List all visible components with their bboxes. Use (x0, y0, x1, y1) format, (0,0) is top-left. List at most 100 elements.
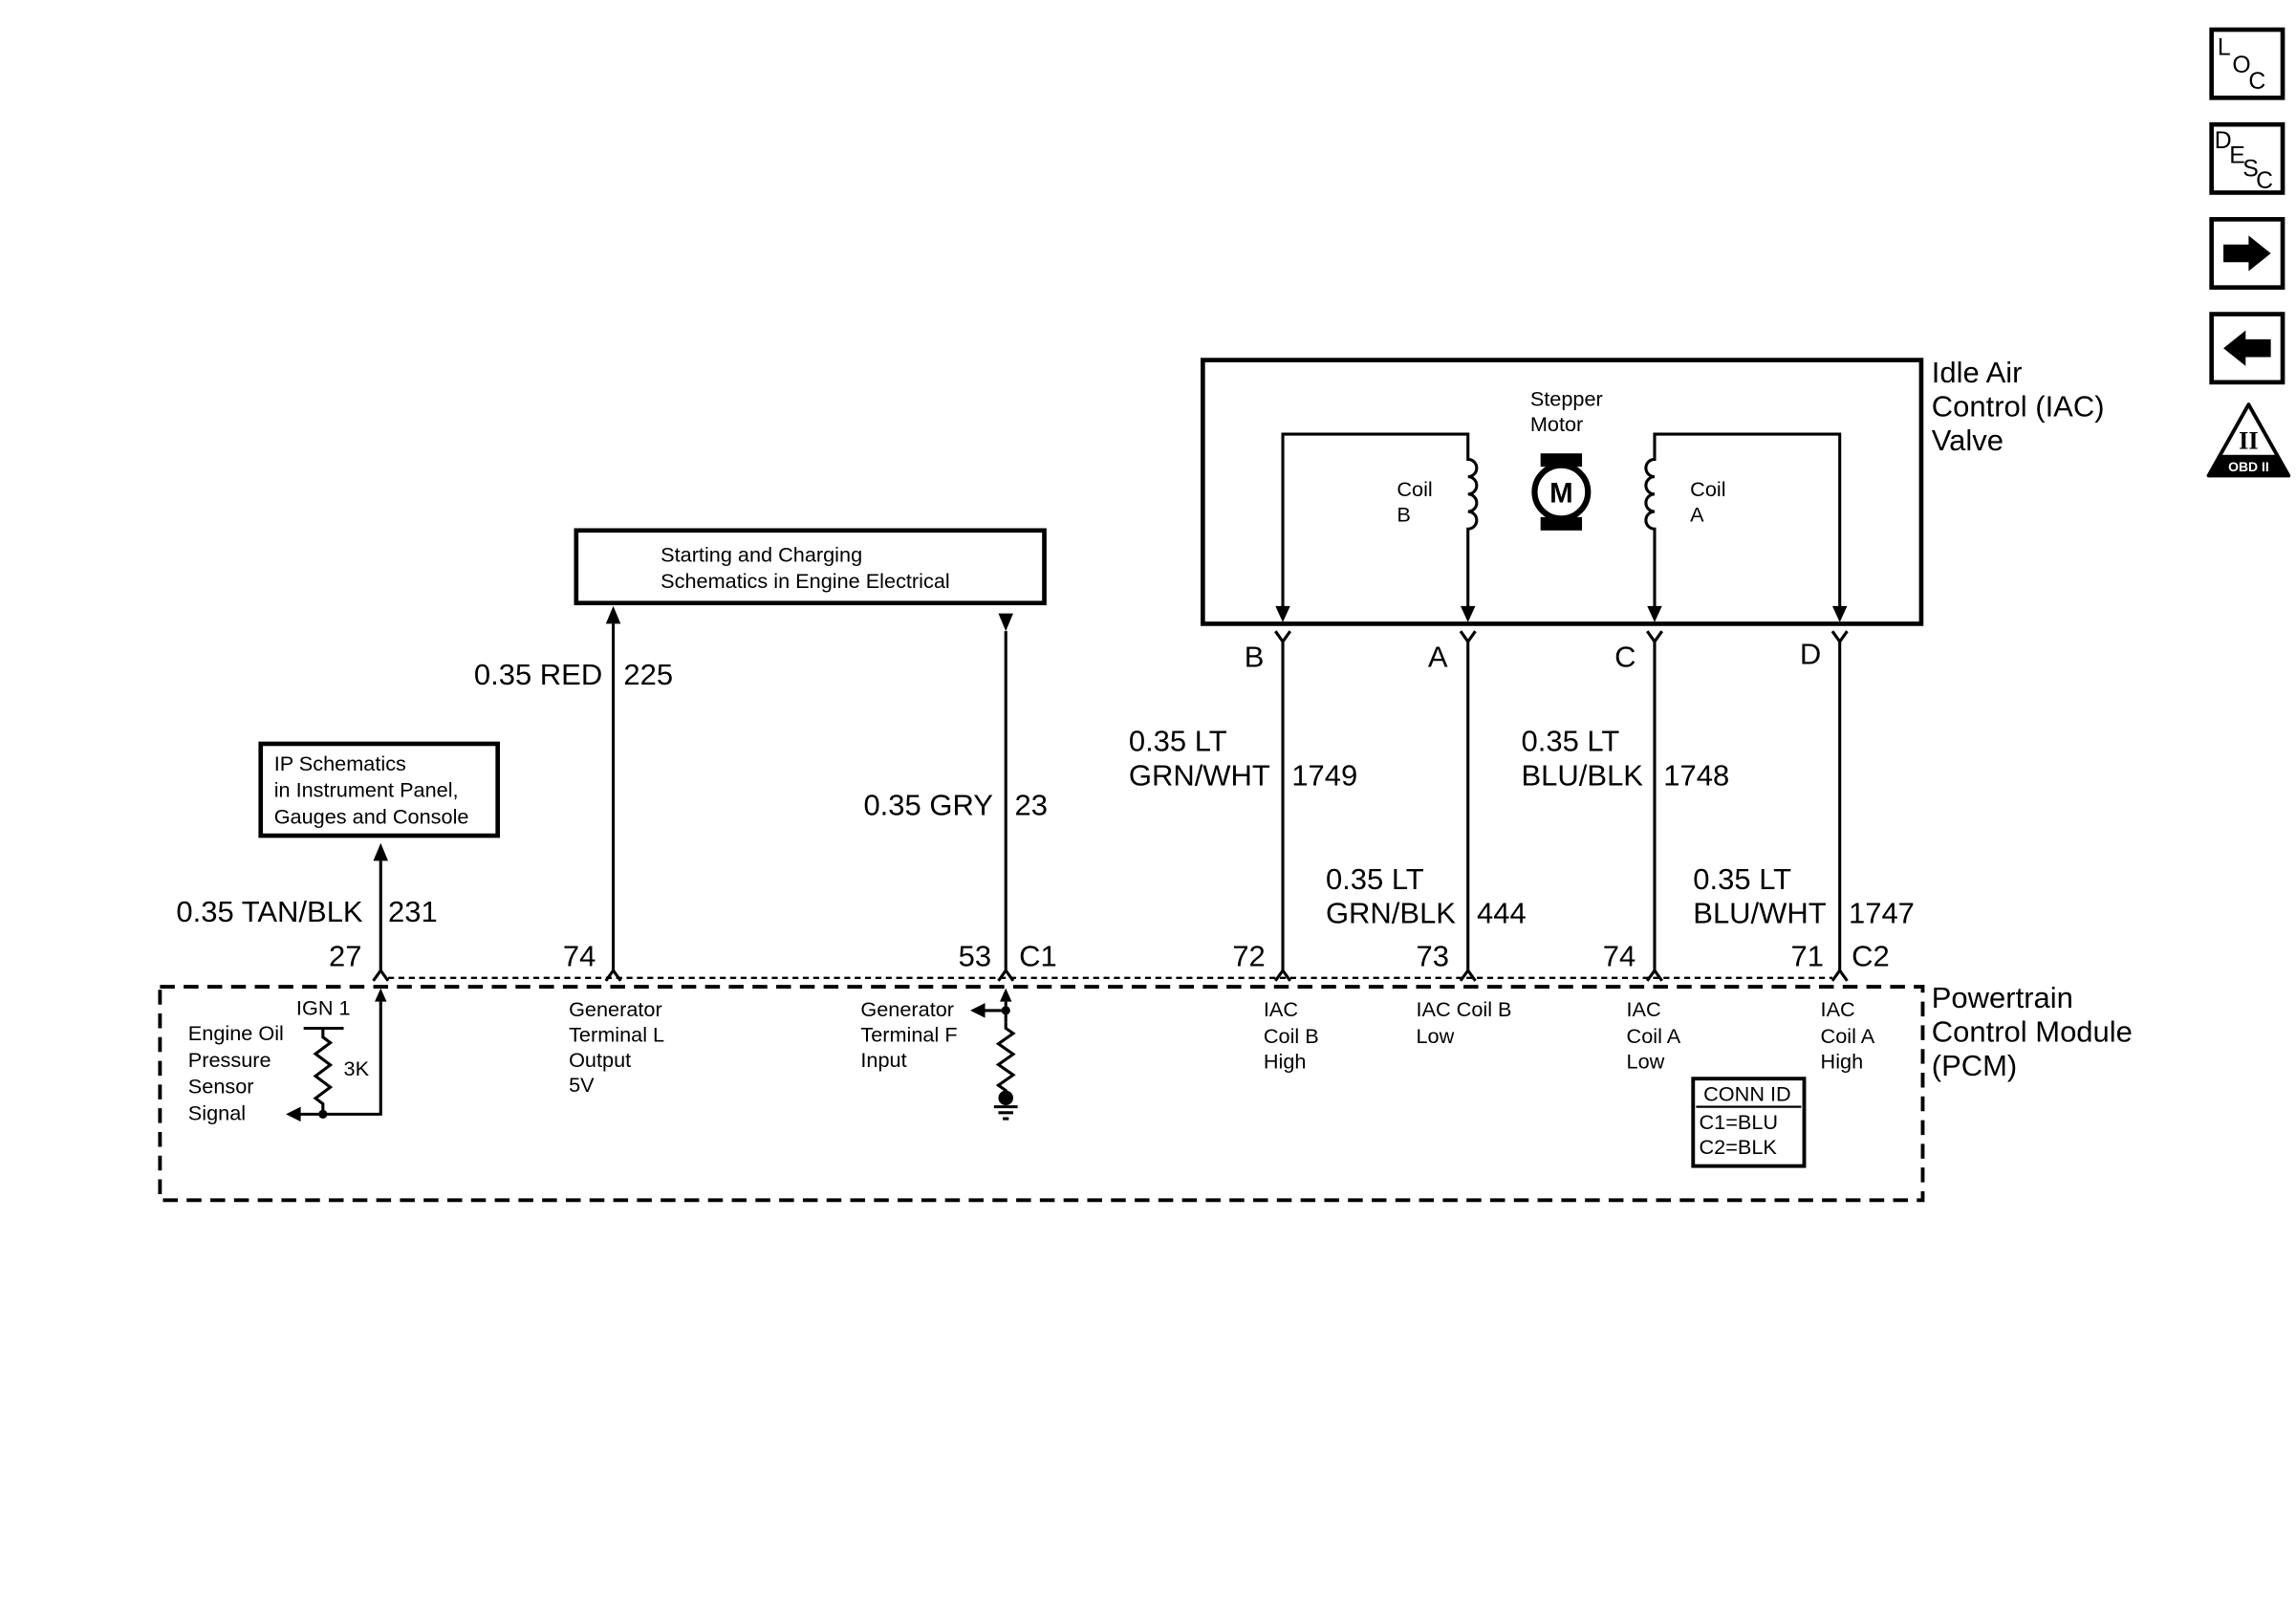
desc-letter-e: E (2229, 142, 2245, 168)
pin-d-arrow-icon (1831, 605, 1848, 622)
starting-charging-arrow-icon (605, 605, 621, 624)
obd-ii-label-band (2208, 454, 2289, 476)
pcm-pin-53: 53 (959, 939, 991, 972)
ip-schematics-reference[interactable]: IP Schematics in Instrument Panel, Gauge… (258, 741, 501, 838)
wire-gry-circuit: 23 (1015, 788, 1048, 821)
gen-f-up-arrow-icon (1000, 988, 1012, 1002)
pcm-pin-74-gen: 74 (563, 939, 596, 972)
iac-connector-c (1645, 630, 1663, 644)
loc-letter-c: C (2248, 69, 2265, 95)
conn-id-c1: C1=BLU (1699, 1110, 1778, 1134)
oil-pressure-label-4: Signal (188, 1101, 246, 1125)
gen-f-down-arrow-icon (998, 613, 1013, 632)
pcm-connector-71 (1830, 968, 1849, 982)
ip-schematics-line-2: in Instrument Panel, (274, 778, 459, 802)
loc-button[interactable]: L O C (2209, 27, 2285, 100)
coil-b-winding (1281, 432, 1479, 609)
wire-blu-wht-label-1: 0.35 LT (1693, 862, 1791, 896)
coil-a-label-2: A (1690, 503, 1704, 527)
pcm: Powertrain Control Module (PCM) IGN 1 3K… (158, 981, 2133, 1203)
pcm-pin-72: 72 (1232, 939, 1265, 972)
wire-grn-wht-label-2: GRN/WHT (1129, 758, 1270, 792)
iac-b-high-label-1: IAC (1264, 997, 1298, 1021)
ip-reference-arrow-icon (373, 842, 389, 861)
loc-letter-l: L (2218, 34, 2231, 60)
iac-valve-box (1201, 358, 1924, 626)
pcm-pin-71: 71 (1791, 939, 1824, 972)
iac-valve: Idle Air Control (IAC) Valve Stepper Mot… (1201, 356, 2105, 673)
obd-ii-button[interactable]: II OBD II (2206, 403, 2291, 478)
iac-a-low-label-1: IAC (1627, 997, 1661, 1021)
pullup-resistor (313, 1028, 334, 1115)
gen-f-pulldown-resistor (995, 1022, 1016, 1099)
ip-schematics-box[interactable] (258, 741, 501, 838)
desc-letter-s: S (2242, 156, 2259, 182)
desc-letter-c: C (2256, 168, 2273, 194)
desc-icon[interactable] (2209, 121, 2285, 195)
gen-l-label-3: Output (569, 1048, 631, 1072)
oil-pressure-up-arrow-icon (375, 988, 387, 1002)
iac-connector-b (1274, 630, 1292, 644)
oil-pressure-circuit: IGN 1 3K Engine Oil Pressure Sensor Sign… (188, 988, 387, 1125)
iac-valve-title-line-3: Valve (1932, 424, 2004, 457)
starting-charging-box[interactable] (574, 528, 1047, 606)
wire-blu-wht-circuit: 1747 (1849, 896, 1915, 929)
loc-icon[interactable] (2209, 27, 2285, 100)
iac-pin-d: D (1800, 637, 1821, 670)
iac-a-high-label-1: IAC (1821, 997, 1855, 1021)
conn-id-table: CONN ID C1=BLU C2=BLK (1691, 1077, 1807, 1168)
next-page-button[interactable] (2209, 217, 2285, 290)
starting-charging-reference[interactable]: Starting and Charging Schematics in Engi… (574, 528, 1047, 606)
conn-id-box (1691, 1077, 1807, 1168)
previous-page-button[interactable] (2209, 312, 2285, 385)
wire-grn-blk-circuit: 444 (1477, 896, 1527, 929)
stepper-motor-label-1: Stepper (1530, 387, 1603, 411)
pcm-box (158, 985, 1925, 1203)
gen-f-left-arrow-icon (970, 1003, 986, 1018)
loc-letter-o: O (2232, 53, 2250, 78)
pcm-pin-27: 27 (329, 939, 361, 972)
coil-b-label-1: Coil (1397, 477, 1432, 501)
gen-f-circuit: Generator Terminal F Input (860, 988, 1018, 1121)
pcm-title-line-1: Powertrain (1932, 981, 2073, 1014)
resistor-value: 3K (344, 1056, 370, 1080)
pcm-title-line-2: Control Module (1932, 1014, 2133, 1048)
pcm-connector-74-iac (1645, 968, 1663, 982)
wire-blu-blk-label-1: 0.35 LT (1522, 725, 1620, 758)
gen-f-label-1: Generator (860, 997, 954, 1021)
stepper-motor-label-2: Motor (1530, 412, 1583, 436)
pcm-pin-74-iac: 74 (1603, 939, 1635, 972)
wire-grn-blk-label-1: 0.35 LT (1326, 862, 1424, 896)
pin-a-arrow-icon (1460, 605, 1476, 622)
motor-circle (1531, 462, 1592, 522)
wire-grn-blk-label-2: GRN/BLK (1326, 896, 1456, 929)
pcm-title-line-3: (PCM) (1932, 1049, 2018, 1082)
pcm-pin-73: 73 (1416, 939, 1448, 972)
iac-pin-b: B (1245, 640, 1265, 673)
pin-b-arrow-icon (1275, 605, 1290, 622)
wire-blu-blk-label-2: BLU/BLK (1522, 758, 1644, 792)
iac-b-low-label-1: IAC Coil B (1416, 997, 1511, 1021)
desc-button[interactable]: D E S C (2209, 121, 2285, 195)
starting-charging-line-2: Schematics in Engine Electrical (661, 569, 950, 593)
gen-l-label-4: 5V (569, 1073, 595, 1097)
ip-schematics-line-1: IP Schematics (274, 751, 406, 775)
oil-pressure-label-2: Pressure (188, 1048, 271, 1072)
motor-top-cap (1540, 453, 1583, 468)
gen-f-label-2: Terminal F (860, 1022, 957, 1046)
wire-red-label: 0.35 RED (474, 658, 602, 691)
gen-f-label-3: Input (860, 1048, 906, 1072)
obd-ii-numeral: II (2239, 427, 2259, 455)
iac-pin-a: A (1428, 640, 1448, 673)
coil-b-label-2: B (1397, 503, 1410, 527)
stepper-motor-icon: M (1531, 453, 1592, 531)
wire-gry-label: 0.35 GRY (863, 788, 993, 821)
left-arrow-icon (2223, 330, 2271, 366)
iac-connector-a (1459, 630, 1477, 644)
wire-red-circuit: 225 (623, 658, 673, 691)
oil-pressure-label-1: Engine Oil (188, 1021, 284, 1045)
starting-charging-line-1: Starting and Charging (661, 542, 862, 566)
wire-blu-blk-circuit: 1748 (1663, 758, 1729, 792)
conn-id-c2: C2=BLK (1699, 1135, 1777, 1159)
